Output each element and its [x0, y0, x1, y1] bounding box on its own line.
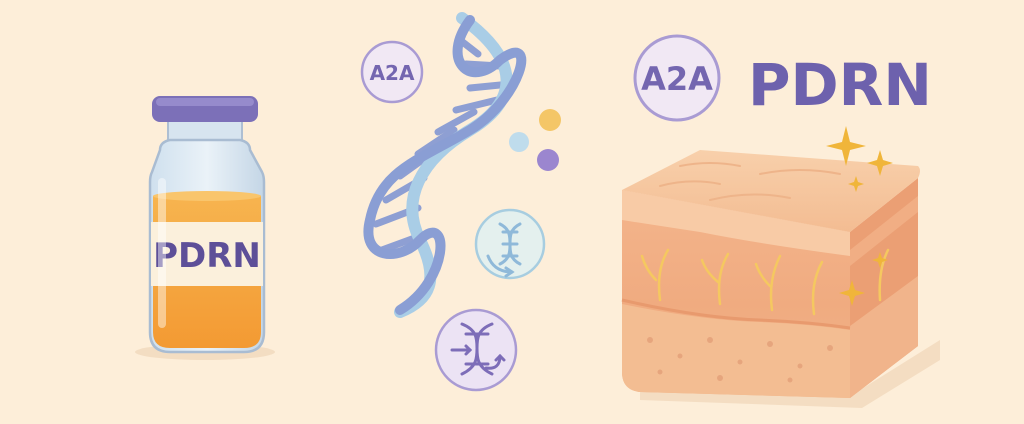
a2a-badge-small-label: A2A: [370, 61, 415, 85]
dna-cycle-icon: [474, 208, 546, 280]
headline-title: PDRN: [748, 51, 932, 119]
vial-label: PDRN: [153, 236, 261, 276]
skin-cross-section-icon: [621, 126, 940, 408]
a2a-badge-large-label: A2A: [641, 60, 713, 98]
sparkle-icon: [826, 126, 893, 306]
vial: PDRN: [135, 96, 275, 360]
a2a-badge-small: A2A: [360, 40, 424, 104]
dna-repair-icon: [434, 308, 518, 392]
dna-helix-icon: [363, 12, 527, 318]
a2a-badge-large: A2A: [633, 34, 721, 122]
molecule-dots-icon: [509, 109, 561, 171]
